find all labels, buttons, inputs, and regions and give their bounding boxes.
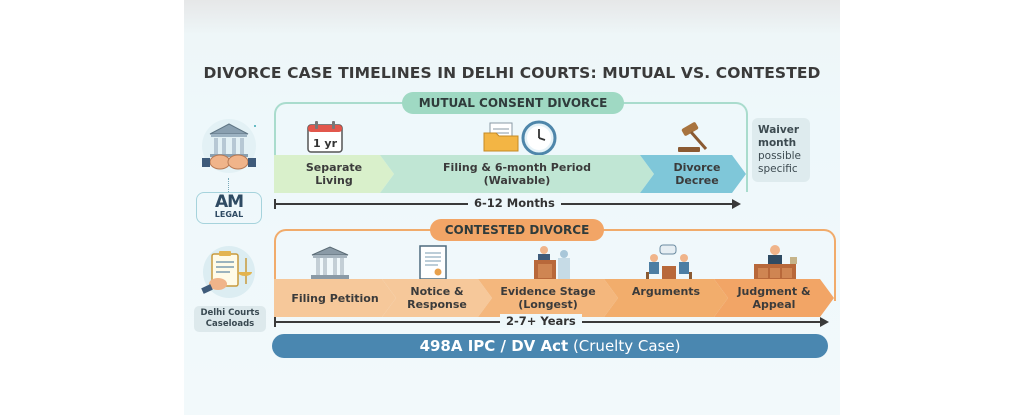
stage-line2: Appeal — [752, 298, 796, 311]
infographic-canvas: DIVORCE CASE TIMELINES IN DELHI COURTS: … — [184, 0, 840, 415]
contested-stage-filing-petition: Filing Petition — [274, 279, 396, 317]
courthouse-icon — [311, 246, 349, 279]
folder-icon — [483, 122, 519, 152]
logo-am: AM — [214, 192, 244, 212]
stage-line1: Evidence Stage — [500, 285, 596, 298]
cruelty-case-normal: (Cruelty Case) — [568, 337, 681, 355]
stage-line1: Separate — [305, 161, 363, 174]
contested-duration-arrowhead — [820, 317, 829, 327]
note-line: Waiver — [758, 124, 800, 136]
contested-stage-evidence: Evidence Stage(Longest) — [478, 279, 618, 317]
caseloads-label: Delhi Courts Caseloads — [194, 306, 266, 332]
contested-stage-judgment-appeal: Judgment &Appeal — [714, 279, 834, 317]
stage-line1: Judgment & — [737, 285, 811, 298]
mutual-duration-label: 6-12 Months — [468, 196, 561, 210]
clock-icon — [521, 120, 557, 156]
gavel-icon — [678, 122, 708, 152]
stage-line1: Arguments — [631, 285, 701, 298]
contested-stage-arguments: Arguments — [604, 279, 728, 317]
contested-duration-label: 2-7+ Years — [500, 314, 582, 328]
stage-line1: Filing & 6-month Period — [443, 161, 591, 174]
cruelty-case-bar: 498A IPC / DV Act (Cruelty Case) — [272, 334, 828, 358]
stage-line2: (Waivable) — [483, 174, 551, 187]
dotted-connector — [228, 178, 229, 192]
mutual-stage-filing-period: Filing & 6-month Period(Waivable) — [380, 155, 654, 193]
mutual-section-label: MUTUAL CONSENT DIVORCE — [402, 92, 624, 114]
waiver-note: Waiver month possible specific — [752, 118, 810, 182]
stage-line1: Notice & — [410, 285, 464, 298]
mutual-duration-arrowhead — [732, 199, 741, 209]
caseloads-label-line2: Caseloads — [205, 319, 255, 329]
note-line: possible — [758, 150, 801, 162]
contested-section-label: CONTESTED DIVORCE — [430, 219, 604, 241]
stage-line1: Filing Petition — [291, 291, 379, 305]
stage-line2: (Longest) — [518, 298, 578, 311]
stage-line2: Response — [407, 298, 467, 311]
stage-line2: Decree — [675, 174, 719, 187]
document-icon — [419, 245, 447, 280]
calendar-icon: 1 yr — [307, 121, 343, 153]
am-legal-logo: AM LEGAL — [196, 192, 262, 224]
cruelty-case-bold: 498A IPC / DV Act — [419, 337, 569, 355]
stage-line2: Living — [315, 174, 353, 187]
discussion-icon — [646, 244, 692, 281]
caseload-clipboard-scales-icon — [201, 246, 255, 298]
judge-bench-icon — [754, 245, 797, 281]
note-line: month — [758, 137, 797, 149]
caseloads-label-line1: Delhi Courts — [200, 308, 260, 318]
witness-stand-icon — [534, 246, 570, 280]
courthouse-handshake-icon — [202, 119, 256, 173]
note-line: specific — [758, 163, 798, 175]
page-title: DIVORCE CASE TIMELINES IN DELHI COURTS: … — [203, 64, 821, 82]
calendar-text: 1 yr — [313, 137, 338, 150]
logo-legal: LEGAL — [214, 210, 244, 219]
contested-stage-notice-response: Notice &Response — [382, 279, 492, 317]
stage-line1: Divorce — [673, 161, 721, 174]
